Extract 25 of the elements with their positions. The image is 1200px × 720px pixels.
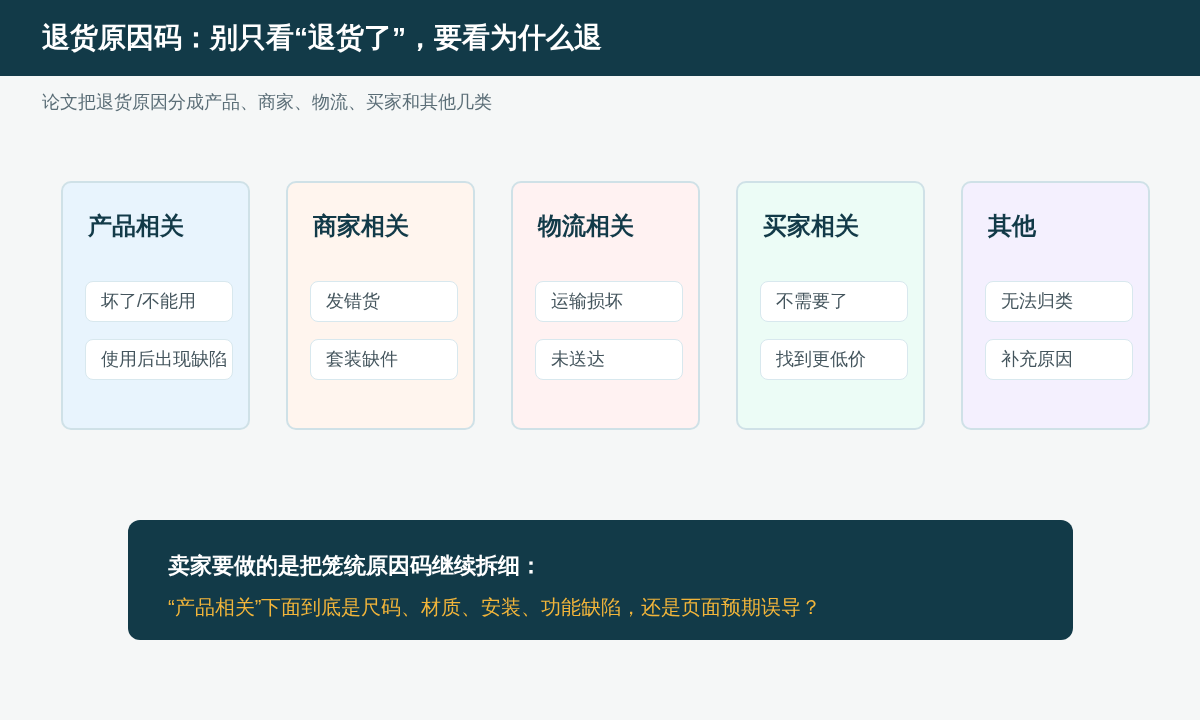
category-card xyxy=(961,181,1150,430)
reason-tag: 坏了/不能用 xyxy=(85,281,233,322)
reason-tag: 套装缺件 xyxy=(310,339,458,380)
card-heading: 其他 xyxy=(988,211,1036,241)
category-card xyxy=(286,181,475,430)
category-card xyxy=(511,181,700,430)
summary-question: “产品相关”下面到底是尺码、材质、安装、功能缺陷，还是页面预期误导？ xyxy=(168,595,822,620)
summary-panel xyxy=(128,520,1073,640)
reason-tag: 找到更低价 xyxy=(760,339,908,380)
reason-tag: 运输损坏 xyxy=(535,281,683,322)
category-card xyxy=(61,181,250,430)
card-heading: 买家相关 xyxy=(763,211,859,241)
category-card xyxy=(736,181,925,430)
reason-tag: 补充原因 xyxy=(985,339,1133,380)
reason-tag: 不需要了 xyxy=(760,281,908,322)
reason-tag: 未送达 xyxy=(535,339,683,380)
reason-tag: 使用后出现缺陷 xyxy=(85,339,233,380)
summary-heading: 卖家要做的是把笼统原因码继续拆细： xyxy=(168,552,542,580)
title: 退货原因码：别只看“退货了”，要看为什么退 xyxy=(42,21,602,55)
card-heading: 产品相关 xyxy=(88,211,184,241)
subtitle: 论文把退货原因分成产品、商家、物流、买家和其他几类 xyxy=(42,91,492,114)
reason-tag: 发错货 xyxy=(310,281,458,322)
card-heading: 商家相关 xyxy=(313,211,409,241)
card-heading: 物流相关 xyxy=(538,211,634,241)
reason-tag: 无法归类 xyxy=(985,281,1133,322)
